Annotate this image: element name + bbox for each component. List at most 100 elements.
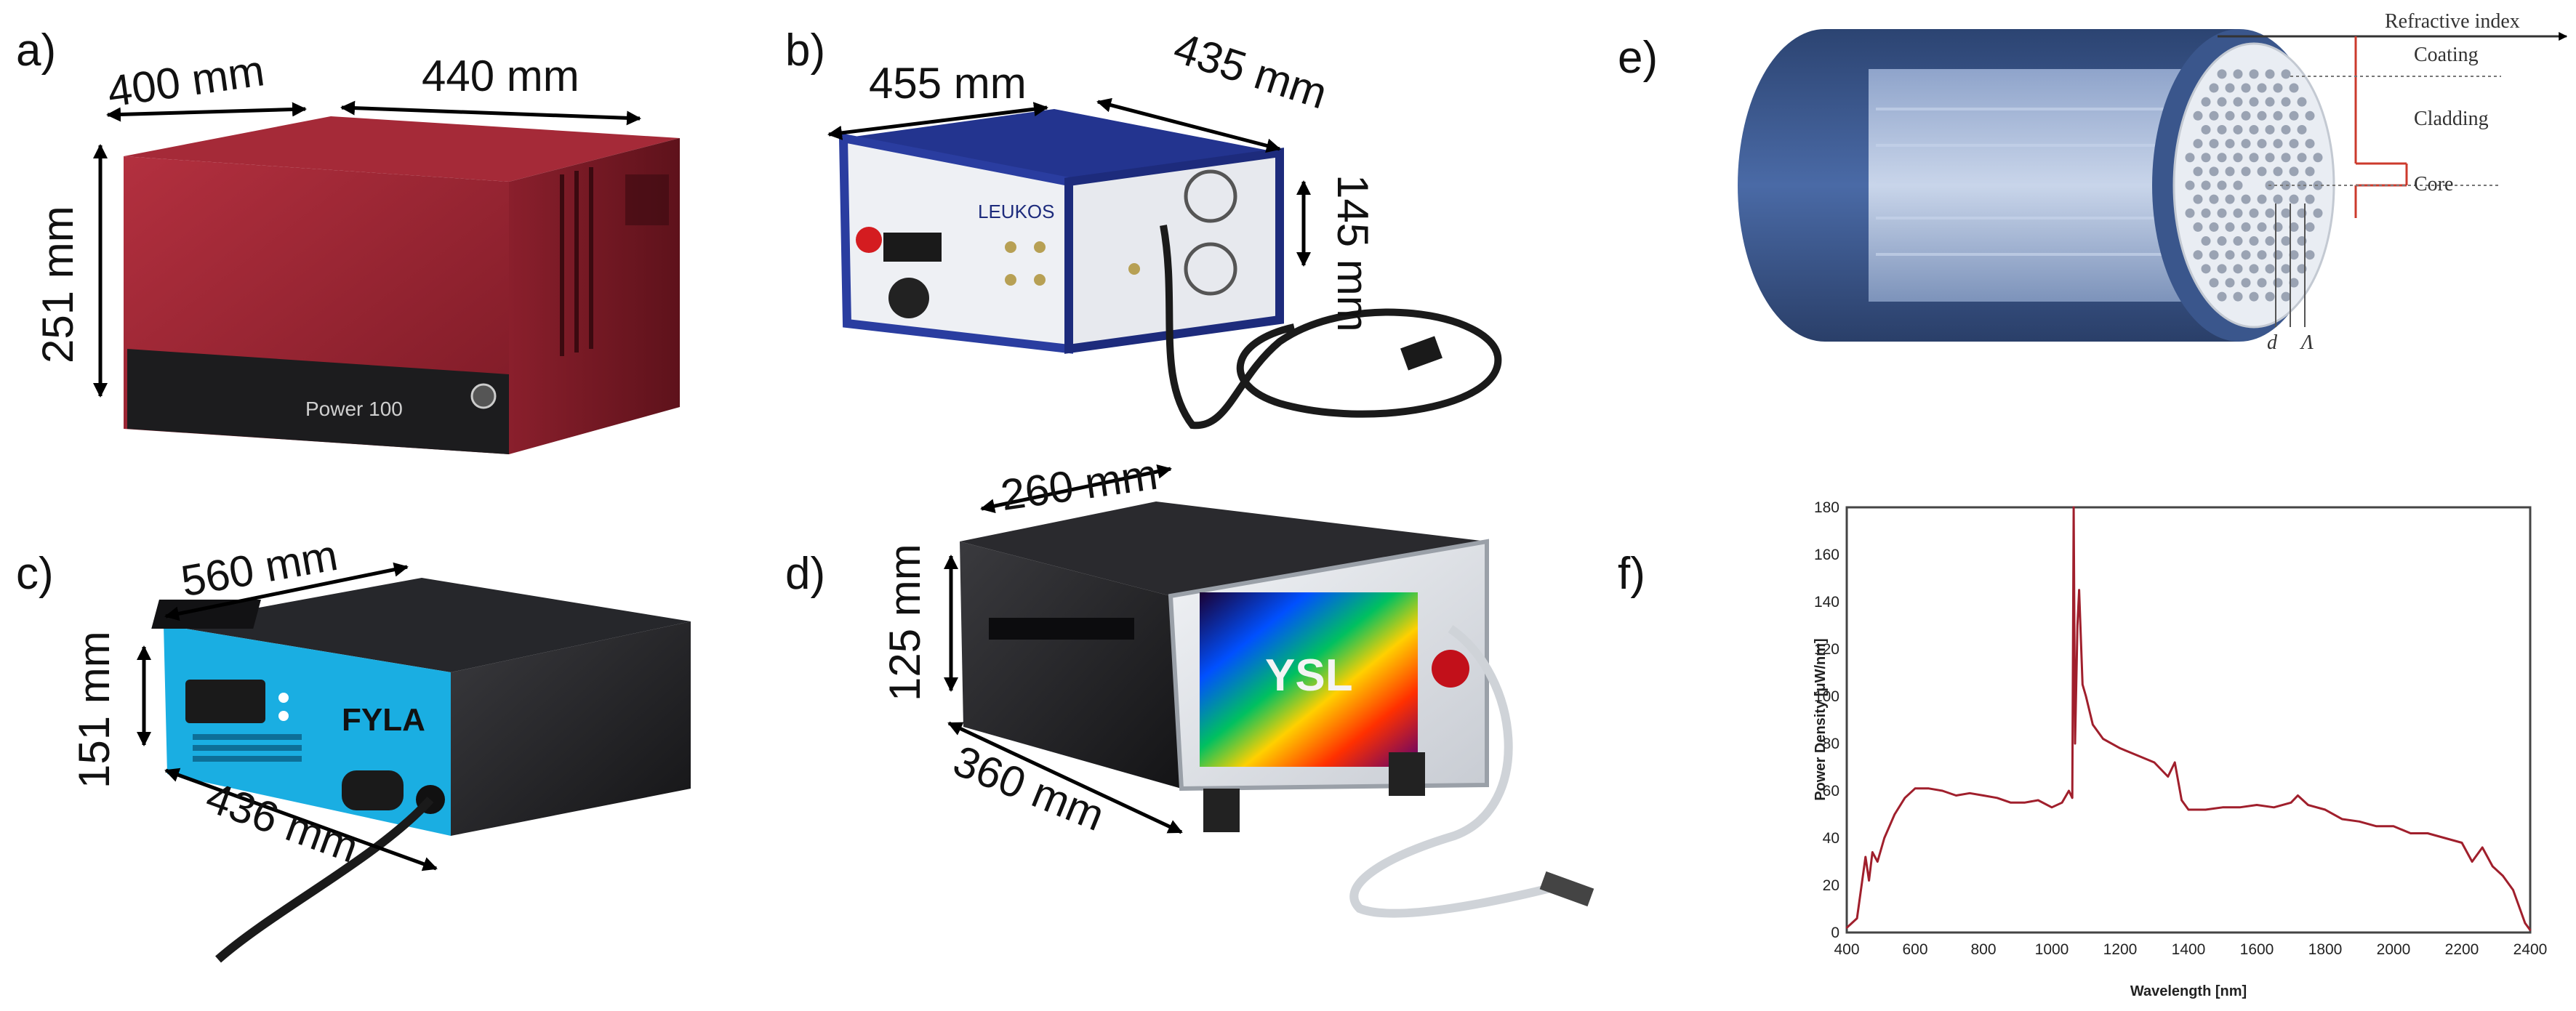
air-hole	[2225, 278, 2235, 288]
spectrum-point	[2460, 842, 2463, 844]
air-hole	[2201, 208, 2211, 218]
air-hole	[2289, 166, 2299, 177]
spectrum-point	[1868, 879, 1870, 882]
air-hole	[2209, 278, 2219, 288]
air-hole	[2217, 69, 2227, 79]
label-core: Core	[2414, 173, 2453, 196]
air-hole	[2273, 222, 2283, 232]
spectrum-point	[2068, 789, 2070, 792]
air-hole	[2241, 278, 2251, 288]
air-hole	[2289, 250, 2299, 260]
spectrum-point	[1864, 855, 1867, 858]
air-hole	[2233, 69, 2243, 79]
spectrum-point	[2502, 874, 2504, 877]
device-c-brand: FYLA	[342, 702, 425, 738]
y-tick-label: 160	[1814, 547, 1839, 563]
spectrum-point	[2167, 776, 2169, 778]
spectrum-point	[2023, 802, 2026, 804]
air-hole	[2185, 153, 2195, 163]
air-hole	[2273, 278, 2283, 288]
spectrum-point	[2529, 929, 2532, 931]
x-tick-label: 800	[1970, 941, 1996, 958]
air-hole	[2193, 250, 2203, 260]
air-hole	[2281, 153, 2291, 163]
air-hole	[2289, 278, 2299, 288]
dim-arrow-b-depth	[1096, 97, 1281, 153]
x-tick-label: 400	[1834, 941, 1859, 958]
air-hole	[2289, 110, 2299, 121]
air-hole	[2209, 222, 2219, 232]
air-hole	[2249, 291, 2259, 302]
air-hole	[2313, 208, 2323, 218]
air-hole	[2217, 291, 2227, 302]
dim-arrow-a-depth	[106, 102, 307, 122]
air-hole	[2297, 180, 2307, 190]
spectrum-point	[1996, 797, 1998, 799]
x-tick-label: 1000	[2035, 941, 2069, 958]
device-d-brand: YSL	[1265, 650, 1353, 701]
spectrum-point	[2074, 742, 2077, 745]
dim-arrow-b-width	[827, 102, 1048, 140]
spectrum-point	[2174, 761, 2176, 764]
air-hole	[2265, 291, 2275, 302]
spectrum-point	[1903, 797, 1906, 799]
label-pitch: Λ	[2299, 331, 2314, 354]
air-hole	[2305, 139, 2315, 149]
air-hole	[2265, 264, 2275, 274]
air-hole	[2289, 139, 2299, 149]
refractive-index-profile	[2218, 32, 2568, 327]
air-hole	[2249, 69, 2259, 79]
spectrum-point	[2072, 506, 2075, 509]
air-hole	[2289, 83, 2299, 93]
air-hole	[2225, 194, 2235, 204]
x-tick-label: 1600	[2240, 941, 2274, 958]
air-hole	[2193, 194, 2203, 204]
dim-c-height: 151 mm	[70, 631, 119, 789]
dim-d-height: 125 mm	[880, 544, 929, 701]
air-hole	[2281, 97, 2291, 107]
panel-c-label: c)	[16, 549, 54, 599]
spectrum-line	[1845, 506, 2532, 931]
spectrum-point	[2010, 802, 2012, 804]
dim-a-height: 251 mm	[33, 206, 82, 363]
air-hole	[2193, 110, 2203, 121]
spectrum-point	[2037, 799, 2039, 802]
spectrum-point	[1955, 794, 1957, 797]
spectrum-point	[2290, 802, 2292, 804]
spectrum-point	[2426, 832, 2429, 834]
air-hole	[2257, 110, 2267, 121]
air-hole	[2201, 264, 2211, 274]
air-hole	[2257, 278, 2267, 288]
dim-arrow-d-width	[947, 721, 1183, 834]
spectrum-point	[2136, 754, 2138, 757]
air-hole	[2233, 291, 2243, 302]
spectrum-point	[2307, 804, 2309, 806]
air-hole	[2209, 139, 2219, 149]
air-hole	[2265, 153, 2275, 163]
air-hole	[2257, 222, 2267, 232]
y-tick-label: 20	[1823, 877, 1839, 894]
device-b-brand: LEUKOS	[978, 201, 1055, 222]
spectrum-point	[2119, 747, 2122, 749]
spectrum-point	[2471, 861, 2473, 863]
y-axis-label: Power Density [μW/nm]	[1813, 638, 1829, 800]
y-tick-label: 180	[1814, 499, 1839, 516]
spectrum-point	[2481, 846, 2484, 849]
spectrum-point	[1927, 787, 1930, 789]
air-hole	[2225, 250, 2235, 260]
air-hole	[2225, 83, 2235, 93]
spectrum-point	[2085, 695, 2087, 698]
spectrum-point	[1877, 861, 1879, 863]
panel-b: b) LEUKOS 455 mm 435 mm 145 mm	[785, 23, 1502, 430]
label-cladding: Cladding	[2414, 108, 2489, 130]
dim-a-depth: 400 mm	[105, 46, 268, 116]
air-hole	[2249, 97, 2259, 107]
spectrum-point	[2187, 808, 2190, 811]
spectrum-point	[1969, 792, 1971, 794]
air-hole	[2225, 166, 2235, 177]
air-hole	[2257, 250, 2267, 260]
panel-e-label: e)	[1618, 33, 1658, 83]
spectrum-point	[2221, 806, 2224, 808]
